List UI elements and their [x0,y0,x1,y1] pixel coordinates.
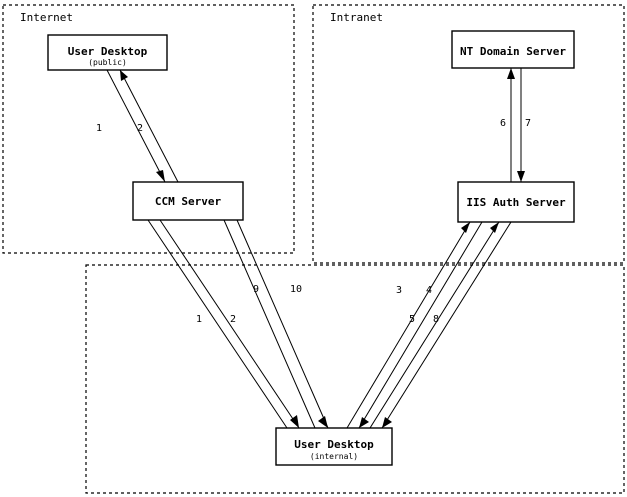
step-label-10: 10 [290,284,302,295]
zone-intranet-boundary [312,4,625,264]
flow-iis-nt-domain [507,68,525,182]
arrow-head-flow-10 [318,416,328,428]
connection-lines [106,68,525,429]
flow-line-9 [223,219,316,429]
flow-line-1-internal [147,219,288,429]
arrow-head-flow-6 [507,68,515,79]
flow-line-2 [119,69,179,183]
step-label-4: 4 [426,285,432,296]
step-label-1-public: 1 [96,123,102,134]
arrow-head-flow-8 [382,417,392,428]
step-label-7: 7 [525,118,531,129]
flow-line-3 [346,221,471,429]
node-subtitle-user-desktop-public: (public) [88,58,127,67]
step-label-3: 3 [396,285,402,296]
node-title-user-desktop-internal: User Desktop [294,438,374,451]
step-number-labels: 1 2 6 7 9 10 1 2 3 4 5 8 [96,118,531,325]
zone-internal-boundary [85,264,625,494]
flow-line-1 [106,69,166,183]
node-nt-domain-server[interactable]: NT Domain Server [451,30,575,69]
arrow-head-flow-3 [461,222,470,233]
node-user-desktop-internal[interactable]: User Desktop (internal) [275,427,393,466]
node-box-user-desktop-internal[interactable] [275,427,393,466]
node-box-nt-domain-server[interactable] [451,30,575,69]
flow-line-2-internal [159,219,300,429]
arrow-head-flow-2 [120,70,128,81]
node-box-user-desktop-public[interactable] [47,34,168,71]
step-label-8: 8 [433,314,439,325]
flow-internal-desktop-ccm-left [147,207,300,429]
flow-internal-desktop-iis-a [346,221,483,429]
zone-internet-boundary [2,4,295,254]
step-label-9: 9 [253,284,259,295]
node-title-user-desktop-public: User Desktop [68,45,148,58]
zone-boundaries [2,4,625,494]
node-user-desktop-public[interactable]: User Desktop (public) [47,34,168,71]
step-label-1-internal: 1 [196,314,202,325]
arrow-head-flow-7 [517,171,525,182]
step-label-5: 5 [409,314,415,325]
node-box-ccm-server[interactable] [132,181,244,221]
node-ccm-server[interactable]: CCM Server [132,181,244,221]
step-label-2-internal: 2 [230,314,236,325]
node-iis-auth-server[interactable]: IIS Auth Server [457,181,575,223]
flow-line-10 [236,219,329,429]
flow-internal-desktop-iis-b [369,221,512,429]
zone-label-intranet: Intranet [330,11,383,24]
flow-line-5 [369,221,500,429]
flow-line-4 [358,221,483,429]
zone-label-internet: Internet [20,11,73,24]
node-box-iis-auth-server[interactable] [457,181,575,223]
arrow-head-flow-5 [490,222,499,233]
node-title-nt-domain-server: NT Domain Server [460,45,566,58]
step-label-2-public: 2 [137,123,143,134]
arrow-head-flow-1 [156,170,165,182]
arrow-head-flow-2-internal [290,415,299,428]
step-label-6: 6 [500,118,506,129]
node-subtitle-user-desktop-internal: (internal) [310,452,358,461]
node-title-ccm-server: CCM Server [155,195,222,208]
node-title-iis-auth-server: IIS Auth Server [466,196,566,209]
flow-line-8 [381,221,512,429]
arrow-head-flow-4 [359,417,369,428]
flow-public-desktop-ccm [106,69,179,183]
